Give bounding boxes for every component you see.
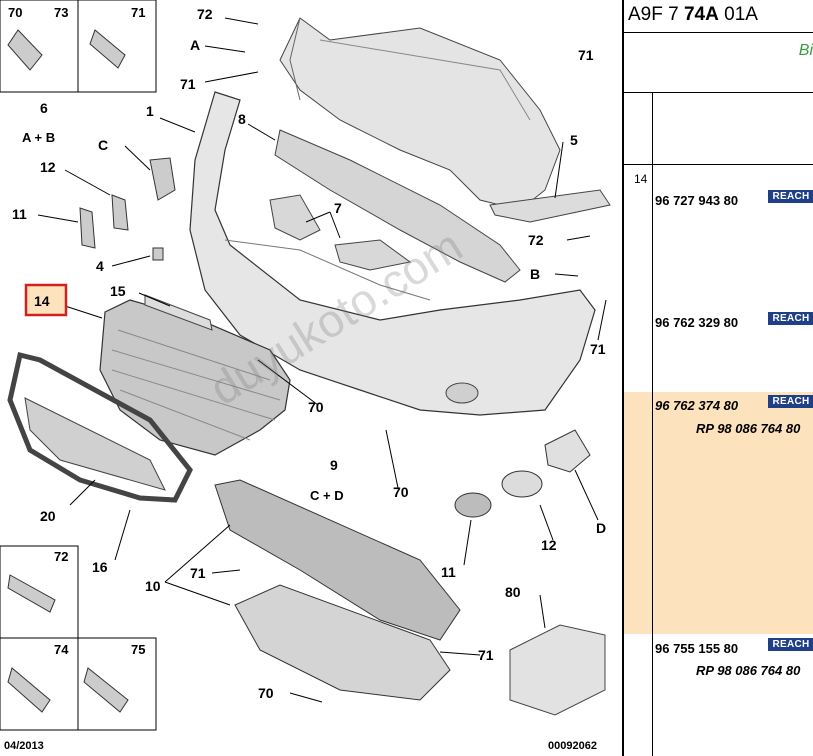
label-C: C <box>98 137 108 153</box>
label-6: 6 <box>40 100 48 116</box>
reach-badge: REACH <box>768 312 813 325</box>
clip-11 <box>79 207 96 249</box>
label-71e: 71 <box>478 647 494 663</box>
label-4: 4 <box>96 258 104 274</box>
bumper-1 <box>189 91 596 416</box>
kit-80 <box>509 624 606 716</box>
label-72a: 72 <box>197 6 213 22</box>
grille-strip-8 <box>274 129 521 283</box>
label-70a: 70 <box>308 399 324 415</box>
parts-panel: A9F 7 74A 01A Bi 14 96 727 943 80 REACH … <box>622 0 813 756</box>
label-12b: 12 <box>541 537 557 553</box>
label-10: 10 <box>145 578 161 594</box>
replacement-part-number[interactable]: RP 98 086 764 80 <box>696 421 801 436</box>
callout-14 <box>24 283 68 317</box>
label-15: 15 <box>110 283 126 299</box>
bracket-5 <box>489 189 611 223</box>
part-number[interactable]: 96 762 329 80 <box>655 315 739 330</box>
label-71d: 71 <box>190 565 206 581</box>
part-number[interactable]: 96 762 374 80 <box>655 398 739 413</box>
label-80: 80 <box>505 584 521 600</box>
label-B: B <box>530 266 540 282</box>
label-72b: 72 <box>528 232 544 248</box>
replacement-part-number[interactable]: RP 98 086 764 80 <box>696 663 801 678</box>
label-14: 14 <box>34 293 50 309</box>
label-20: 20 <box>40 508 56 524</box>
label-16: 16 <box>92 559 108 575</box>
label-9-sub: C + D <box>310 488 344 503</box>
brackets-7 <box>269 194 412 271</box>
clip-4 <box>152 247 164 261</box>
label-71c: 71 <box>590 341 606 357</box>
label-6-sub: A + B <box>22 130 55 145</box>
catalog-code: A9F 7 74A 01A <box>628 4 758 25</box>
fog-surround-12 <box>501 470 543 498</box>
label-A: A <box>190 37 200 53</box>
trim-15 <box>144 294 213 331</box>
reach-badge: REACH <box>768 395 813 408</box>
fastener-box-72-75 <box>0 545 157 731</box>
undertray-lower-10 <box>234 584 451 701</box>
label-75-box: 75 <box>131 642 145 657</box>
date-code: 04/2013 <box>4 740 44 752</box>
fog-surround-11 <box>454 492 492 518</box>
label-71b: 71 <box>578 47 594 63</box>
clip-12 <box>111 194 129 231</box>
label-12a: 12 <box>40 159 56 175</box>
leader-lines <box>37 17 607 703</box>
bracket-C <box>149 157 176 201</box>
diagram-ref: 00092062 <box>548 740 597 752</box>
frame-16 <box>7 351 193 503</box>
label-11b: 11 <box>441 564 456 580</box>
panel-header: A9F 7 74A 01A <box>624 0 813 33</box>
highlight-row <box>624 392 813 634</box>
panel-subtitle: Bi <box>798 42 813 59</box>
label-8: 8 <box>238 111 246 127</box>
part-number[interactable]: 96 727 943 80 <box>655 193 739 208</box>
label-D: D <box>596 520 606 536</box>
label-71-box: 71 <box>131 5 145 20</box>
label-1: 1 <box>146 103 154 119</box>
reach-badge: REACH <box>768 190 813 203</box>
label-70-box: 70 <box>8 5 22 20</box>
grille-lower-20 <box>24 397 166 491</box>
label-70c: 70 <box>258 685 274 701</box>
label-9: 9 <box>330 457 338 473</box>
label-70b: 70 <box>393 484 409 500</box>
label-73-box: 73 <box>54 5 68 20</box>
parts-diagram: 70 73 71 72 A 71 6 A + B 1 8 C 12 11 4 7… <box>0 0 611 752</box>
label-7: 7 <box>334 200 342 216</box>
position-number: 14 <box>634 172 648 186</box>
label-11a: 11 <box>12 206 27 222</box>
bracket-D <box>544 429 591 473</box>
label-5: 5 <box>570 132 578 148</box>
label-74-box: 74 <box>54 642 69 657</box>
label-71a: 71 <box>180 76 196 92</box>
label-72-box: 72 <box>54 549 68 564</box>
undertray-10 <box>214 479 461 641</box>
reach-badge: REACH <box>768 638 813 651</box>
fastener-box-70-73 <box>0 0 157 93</box>
part-number[interactable]: 96 755 155 80 <box>655 641 739 656</box>
